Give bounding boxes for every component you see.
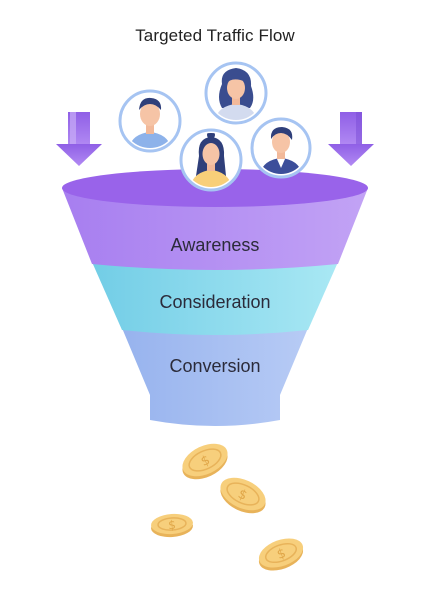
- stage-consideration: Consideration: [92, 262, 338, 335]
- stage-awareness: Awareness: [62, 188, 368, 270]
- stage-label-awareness: Awareness: [171, 235, 260, 255]
- stage-label-consideration: Consideration: [159, 292, 270, 312]
- down-arrow-icon: [56, 112, 102, 166]
- diagram-title: Targeted Traffic Flow: [135, 26, 295, 45]
- stage-label-conversion: Conversion: [169, 356, 260, 376]
- person-icon: [250, 117, 312, 179]
- stage-conversion: Conversion: [122, 328, 308, 426]
- down-arrow-icon: [328, 112, 374, 166]
- person-icon: [118, 89, 182, 153]
- svg-text:$: $: [168, 518, 177, 532]
- coin-icon: $: [258, 538, 304, 571]
- coin-icon: $: [182, 443, 228, 480]
- person-icon: [179, 128, 243, 192]
- person-icon: [204, 61, 268, 125]
- coin-icon: $: [220, 477, 266, 514]
- coin-icon: $: [151, 513, 193, 538]
